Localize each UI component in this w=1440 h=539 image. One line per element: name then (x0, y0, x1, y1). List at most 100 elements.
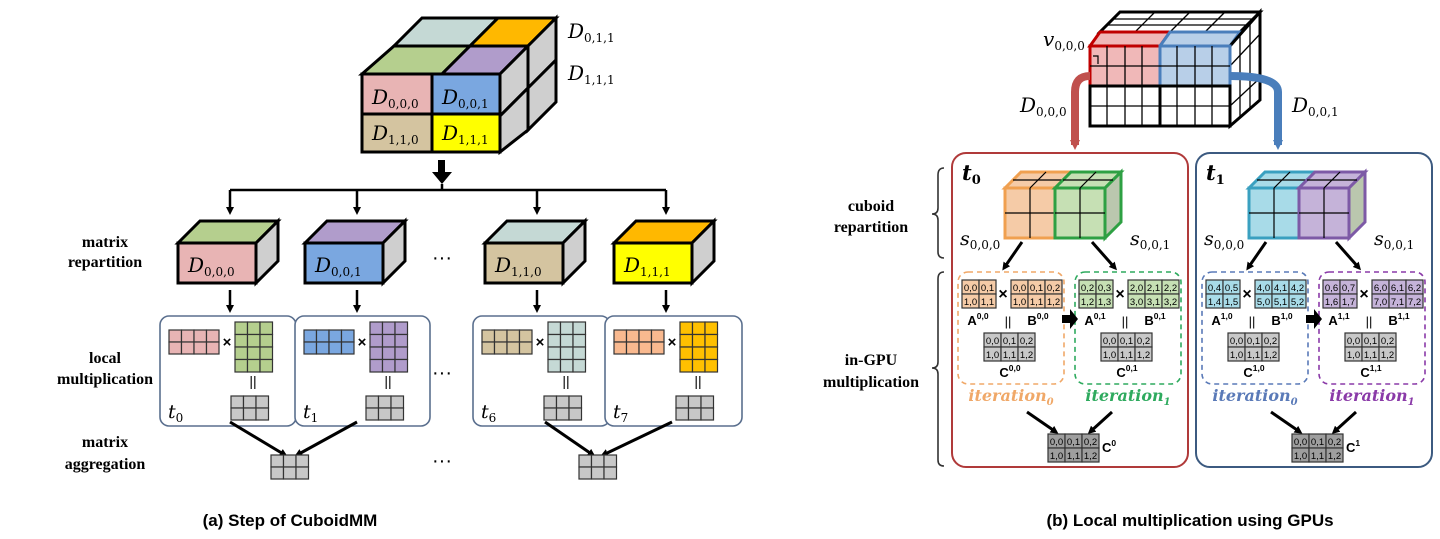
matrix-b-cell (394, 321, 409, 336)
matrix-b-cell (259, 358, 274, 373)
to-iteration-1-arrow (1090, 241, 1117, 271)
matrix-cell-value: 0,4 (1208, 283, 1221, 294)
block-front-face (176, 241, 258, 285)
matrix-b-cell (691, 333, 706, 348)
matrix-b-cell (547, 346, 562, 361)
matrix-cell-value: 1,0 (1050, 451, 1063, 462)
iteration-1-to-result-arrow (1331, 410, 1358, 435)
matrix-cell-value: 1,2 (1047, 297, 1060, 308)
matrix-cell (1288, 293, 1307, 309)
matrix-a-cell (613, 329, 628, 343)
matrix-b-cell (246, 346, 261, 361)
matrix-c-cell (242, 407, 257, 421)
matrix-cell-value: 1,0 (1347, 350, 1360, 361)
matrix-b-cell (704, 358, 719, 373)
aggregated-cell (282, 466, 297, 480)
matrix-cell-value: 0,0 (1347, 336, 1360, 347)
block-label: D1,1,1 (623, 253, 671, 279)
s001-label: s0,0,1 (1130, 228, 1170, 252)
matrix-c-cell (700, 407, 715, 421)
matrix-cell-value: 0,2 (1084, 437, 1097, 448)
v000-label: v0,0,0 (1043, 27, 1085, 53)
matrix-cell-value: 0,6 (1325, 283, 1338, 294)
matrix-b-cell (259, 321, 274, 336)
matrix-cell-value: 2,0 (1130, 283, 1143, 294)
ellipsis-repartition: ··· (432, 247, 452, 269)
matrix-b-cell (246, 321, 261, 336)
aggregated-cell (603, 466, 618, 480)
matrix-cell-value: 1,1 (1003, 350, 1016, 361)
times-symbol: × (358, 334, 367, 351)
matrix-a-cell (193, 329, 208, 343)
matrix-b-cell (704, 333, 719, 348)
matrix-c-cell (675, 395, 690, 409)
matrix-cell-value: 5,2 (1291, 297, 1304, 308)
block-label: D1,1,0 (494, 253, 542, 279)
to-iteration-1-arrow (1334, 241, 1361, 271)
matrix-c-cell (377, 395, 392, 409)
matrix-a-cell (303, 329, 318, 343)
matrix-c-cell (543, 395, 558, 409)
matrix-cell-value: 0,2 (1081, 283, 1094, 294)
matrix-c-cell (555, 395, 570, 409)
matrix-b-cell (679, 358, 694, 373)
matrix-b-cell (559, 346, 574, 361)
matrix-cell (1378, 346, 1397, 362)
red-distribution-arrow (1070, 72, 1091, 150)
matrix-cell-value: 1,1 (1311, 451, 1324, 462)
matrix-b-label: B0,0 (1027, 311, 1048, 328)
matrix-cell (1339, 293, 1358, 309)
matrix-a-cell (180, 329, 195, 343)
matrix-cell-value: 0,1 (1030, 283, 1043, 294)
times-symbol: × (1115, 286, 1124, 303)
matrix-cell-value: 0,2 (1047, 283, 1060, 294)
aggregated-cell (270, 454, 285, 468)
matrix-a-cell (493, 341, 508, 355)
matrix-cell-value: 1,0 (1103, 350, 1116, 361)
matrix-cell-value: 0,2 (1328, 437, 1341, 448)
times-symbol: × (536, 334, 545, 351)
ellipsis-multiplication: ··· (432, 362, 452, 384)
matrix-cell (1405, 293, 1424, 309)
matrix-b-cell (559, 333, 574, 348)
matrix-cell-value: 6,0 (1374, 283, 1387, 294)
sub-cuboid-0 (1245, 170, 1319, 240)
v000-pointer (1093, 55, 1099, 64)
matrix-a-cell (650, 329, 665, 343)
matrix-a-cell (518, 329, 533, 343)
matrix-a-cell (506, 341, 521, 355)
matrix-cell-value: 1,7 (1342, 297, 1355, 308)
sub-cuboid-0 (1001, 170, 1075, 240)
matrix-cell-value: 0,5 (1225, 283, 1238, 294)
iteration-label: iteration0 (1212, 386, 1297, 408)
matrix-cell-value: 1,2 (1381, 350, 1394, 361)
matrix-b-cell (381, 358, 396, 373)
label-matrix-repartition-2: repartition (68, 254, 142, 271)
matrix-b-label: B0,1 (1144, 311, 1165, 328)
matrix-cell-value: 1,2 (1020, 350, 1033, 361)
to-iteration-0-arrow (1002, 241, 1024, 271)
cube-label-d110: D1,1,0 (371, 121, 419, 147)
matrix-cell-value: 7,2 (1408, 297, 1421, 308)
matrix-b-cell (369, 358, 384, 373)
matrix-b-cell (679, 346, 694, 361)
matrix-cell-value: 0,0 (1103, 336, 1116, 347)
iteration-label: iteration0 (968, 386, 1053, 408)
matrix-b-cell (691, 346, 706, 361)
matrix-a-cell (340, 341, 355, 355)
matrix-cell-value: 4,1 (1274, 283, 1287, 294)
matrix-c-label: C1,0 (1243, 363, 1264, 380)
matrix-cell-value: 0,7 (1342, 283, 1355, 294)
block-front-face (483, 241, 565, 285)
matrix-cell-value: 3,0 (1130, 297, 1143, 308)
matrix-b-cell (246, 333, 261, 348)
matrix-c-cell (390, 407, 405, 421)
matrix-a-cell (340, 329, 355, 343)
